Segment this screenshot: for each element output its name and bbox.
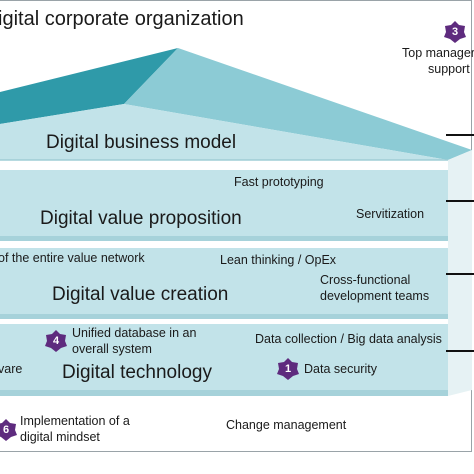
badge-1: 1 xyxy=(277,358,299,380)
bracket-tick-value-proposition xyxy=(446,200,474,202)
top-management-line2: support xyxy=(428,62,470,76)
item-software-partial: vare xyxy=(0,362,23,376)
item-lean-thinking: Lean thinking / OpEx xyxy=(220,253,337,267)
diagram-title: igital corporate organization xyxy=(0,8,244,30)
layer-value-proposition xyxy=(0,170,448,236)
top-management-line1: Top manager xyxy=(402,46,474,60)
badge-6: 6 xyxy=(0,419,17,441)
layer-label-business-model: Digital business model xyxy=(46,132,237,153)
mindset-line1: Implementation of a xyxy=(20,414,130,428)
item-fast-prototyping: Fast prototyping xyxy=(234,175,324,189)
layer-label-value-creation: Digital value creation xyxy=(52,284,229,305)
item-unified-database-1: Unified database in an xyxy=(72,326,197,340)
layer-label-technology: Digital technology xyxy=(62,362,212,383)
badge-3: 3 xyxy=(444,21,466,43)
roof-right-face xyxy=(124,48,472,160)
roof-front xyxy=(0,104,448,160)
layer-label-value-proposition: Digital value proposition xyxy=(40,208,242,229)
layer-technology xyxy=(0,324,448,390)
item-servitization: Servitization xyxy=(356,207,425,221)
item-cross-functional-1: Cross-functional xyxy=(320,273,411,287)
mindset-line2: digital mindset xyxy=(20,430,100,444)
bracket-tick-technology xyxy=(446,350,474,352)
item-unified-database-2: overall system xyxy=(72,342,152,356)
item-data-security: Data security xyxy=(304,362,377,376)
bracket-tick-business-model xyxy=(446,134,474,136)
roof-left-face xyxy=(0,48,178,124)
bracket-tick-value-creation xyxy=(446,273,474,275)
item-data-collection: Data collection / Big data analysis xyxy=(255,332,442,346)
item-cross-functional-2: development teams xyxy=(320,289,430,303)
layer-value-creation xyxy=(0,248,448,314)
change-management: Change management xyxy=(226,418,347,432)
item-value-network: of the entire value network xyxy=(0,251,145,265)
badge-4: 4 xyxy=(45,330,67,352)
